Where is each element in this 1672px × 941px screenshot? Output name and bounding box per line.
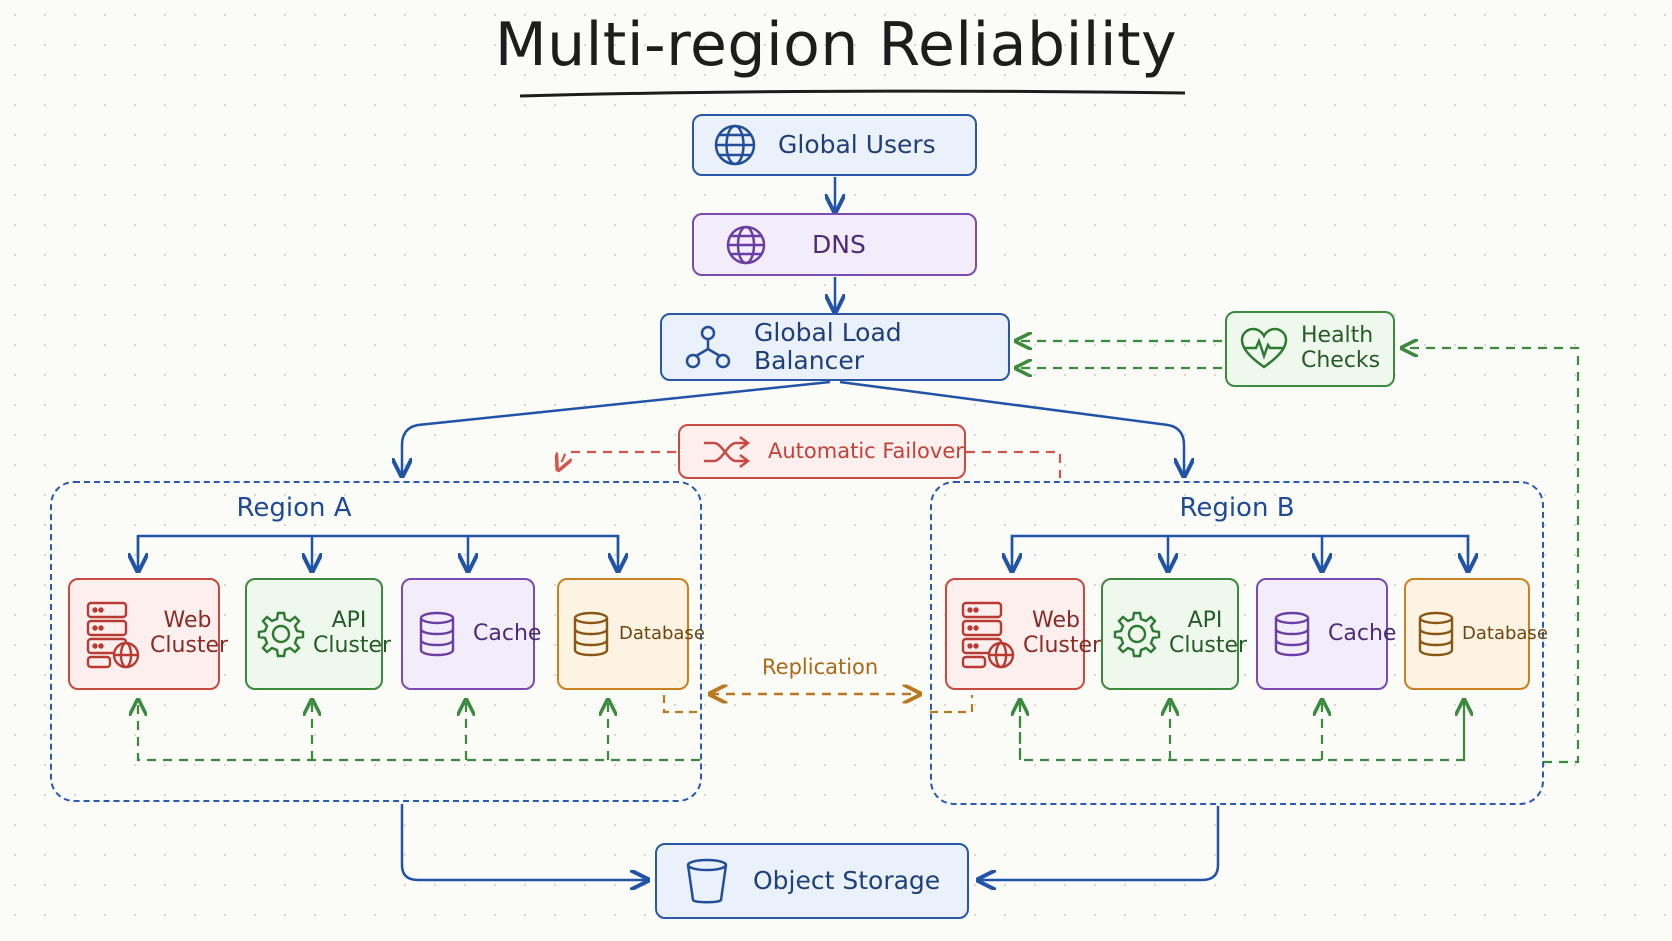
region-a-database-label: Database	[619, 622, 705, 644]
edge-failover-left	[558, 450, 676, 470]
region-b-web-cluster-label: Web Cluster	[1023, 608, 1102, 658]
region-a-web-cluster[interactable]: Web Cluster	[68, 578, 228, 690]
database-stack-icon	[571, 610, 611, 658]
edge-regiona-storage	[400, 804, 648, 880]
globe-icon	[712, 122, 758, 168]
health-checks-label: Health Checks	[1301, 323, 1381, 373]
replication-label: Replication	[762, 655, 879, 679]
edge-lb-region-a	[402, 380, 831, 476]
network-share-icon	[684, 323, 732, 371]
shuffle-icon	[702, 435, 752, 469]
monitor-region-b	[1018, 700, 1466, 762]
region-b-database[interactable]: Database	[1404, 578, 1548, 690]
dns-globe-icon	[724, 223, 768, 267]
health-checks-node[interactable]: Health Checks	[1225, 311, 1395, 387]
region-b-database-label: Database	[1462, 622, 1548, 644]
global-load-balancer-node[interactable]: Global Load Balancer	[660, 313, 1010, 381]
region-a: Region A	[50, 481, 702, 802]
region-b-api-cluster-label: API Cluster	[1169, 608, 1248, 658]
dns-label: DNS	[812, 229, 866, 259]
gear-icon	[257, 610, 305, 658]
server-globe-icon	[84, 599, 140, 669]
monitor-region-a	[138, 700, 700, 762]
database-stack-icon	[1416, 610, 1456, 658]
edge-regionb-health	[1402, 348, 1580, 764]
global-users-node[interactable]: Global Users	[692, 114, 977, 176]
region-b-title: Region B	[1179, 493, 1295, 523]
automatic-failover-node[interactable]: Automatic Failover	[678, 424, 966, 479]
region-a-api-cluster-label: API Cluster	[313, 608, 392, 658]
edge-failover-right	[966, 450, 1062, 478]
server-globe-icon	[959, 599, 1015, 669]
dns-node[interactable]: DNS	[692, 213, 977, 276]
database-stack-icon	[417, 610, 457, 658]
region-a-cache[interactable]: Cache	[401, 578, 541, 690]
region-b: Region B	[930, 481, 1544, 805]
edge-regionb-storage	[978, 806, 1220, 880]
edge-lb-region-b	[839, 380, 1184, 476]
replication-stub-a	[662, 695, 700, 714]
page-title: Multi-region Reliability	[494, 10, 1178, 80]
region-a-api-cluster[interactable]: API Cluster	[245, 578, 392, 690]
object-storage-node[interactable]: Object Storage	[655, 843, 969, 919]
region-a-web-cluster-label: Web Cluster	[150, 608, 229, 658]
region-b-web-cluster[interactable]: Web Cluster	[945, 578, 1101, 690]
object-storage-label: Object Storage	[753, 866, 941, 895]
region-b-cache[interactable]: Cache	[1256, 578, 1396, 690]
region-b-api-cluster[interactable]: API Cluster	[1101, 578, 1248, 690]
region-a-cache-label: Cache	[473, 620, 542, 646]
title-underline	[519, 89, 1186, 98]
gear-icon	[1113, 610, 1161, 658]
automatic-failover-label: Automatic Failover	[768, 438, 964, 463]
global-load-balancer-label: Global Load Balancer	[754, 318, 902, 375]
database-stack-icon	[1272, 610, 1312, 658]
global-users-label: Global Users	[778, 130, 936, 159]
replication-stub-b	[930, 695, 974, 714]
region-a-database[interactable]: Database	[557, 578, 705, 690]
region-b-cache-label: Cache	[1328, 620, 1397, 646]
region-a-title: Region A	[236, 493, 352, 523]
bucket-icon	[685, 857, 729, 905]
heartbeat-icon	[1239, 327, 1289, 371]
